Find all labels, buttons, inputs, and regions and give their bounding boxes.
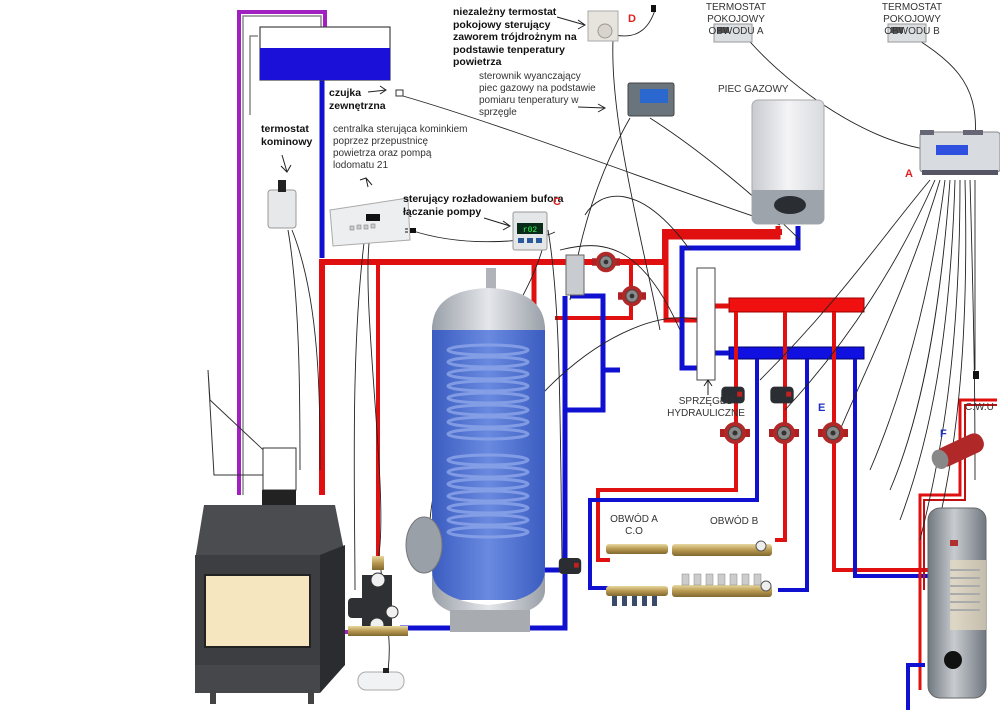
label-buffer-discharge: sterujący rozładowaniem bufora łączanie … [403,193,564,218]
marker-e: E [818,402,826,414]
dhw-loop-inner [923,404,997,590]
label-fireplace-controller: centralka sterująca kominkiem poprzez pr… [333,124,468,171]
label-dhw: C.W.U [965,402,994,413]
annotation-arrows [280,16,713,395]
controller-c-display: r02 [523,226,538,235]
expansion-tank-icon [259,26,391,81]
control-wires [287,9,976,691]
label-circuit-a: OBWÓD A C.O [610,514,658,537]
hydraulic-coupling-icon [696,267,716,381]
pipes [237,10,997,710]
plug-icon-a [973,371,979,379]
plug-icon [405,228,416,233]
room-thermostat-a-icon [713,23,753,43]
circulation-pump-f [931,433,984,469]
hot-line-gas-boiler [663,226,781,323]
marker-d: D [628,13,636,25]
manifold-circuit-a-icon [606,544,668,606]
cold-drop-dhw [853,359,930,578]
circulation-pump-1 [592,251,620,273]
buffer-tank-icon [405,268,545,632]
circulation-pump-circuit-b [769,421,799,445]
gas-controller-icon [627,82,675,117]
gas-boiler-icon [751,99,825,225]
mixing-unit-icon [348,556,408,636]
outdoor-sensor-icon [395,89,404,97]
hot-manifold-bar [728,297,865,313]
marker-a: A [905,168,913,180]
buffer-valve-motor [558,558,582,574]
label-room-thermostat-a: TERMOSTAT POKOJOWY OBWODU A [705,2,767,37]
label-room-thermostat-b: TERMOSTAT POKOJOWY OBWODU B [881,2,943,37]
controller-a-icon [919,130,1000,175]
label-gas-boiler: PIEC GAZOWY [718,84,789,95]
cold-drop-circuit-a [588,359,759,590]
label-circuit-b: OBWÓD B [710,516,759,527]
zone-valve-2 [770,386,794,404]
marker-c: C [553,196,561,208]
dhw-cold-inlet [906,663,925,710]
cold-drop-circuit-b [778,359,809,592]
purple-pipe-fireplace-to-expansion [237,10,327,495]
label-independent-thermostat: niezależny termostat pokojowy sterujący … [453,6,577,69]
circulation-pump-2 [618,285,646,307]
dhw-tank-icon [927,507,987,699]
cold-manifold-bar [728,346,865,360]
label-chimney-thermostat: termostat kominowy [261,123,313,148]
label-hydraulic-coupling: SPRZĘGŁO HYDRAULICZNE [667,396,745,419]
chimney-thermostat-icon [267,180,297,229]
fireplace-icon [195,369,345,704]
label-gas-controller: sterownik wyanczający piec gazowy na pod… [479,71,596,118]
marker-f: F [940,428,947,440]
label-outdoor-sensor: czujka zewnętrzna [329,87,386,112]
heat-exchanger-icon [565,254,585,296]
hot-drop-dhw [832,312,930,572]
flow-valve-icon [357,668,405,691]
fireplace-controller-icon [329,197,411,247]
plug-icon-d [651,5,656,12]
circulation-pump-circuit-a [720,421,750,445]
grey-vent-pipe [242,15,322,495]
room-thermostat-b-icon [887,23,927,43]
circulation-pump-e [818,421,848,445]
cold-line-gas-boiler [679,226,801,371]
cold-line-coupling-loop [570,293,620,373]
dhw-loop-outer [918,398,997,690]
cold-line-buffer-mid [565,370,606,413]
hot-line-pump-loop [555,262,633,320]
controller-c-icon: r02 [512,211,548,251]
thermostat-dial-icon [587,10,619,42]
manifold-circuit-b-icon [672,540,772,597]
